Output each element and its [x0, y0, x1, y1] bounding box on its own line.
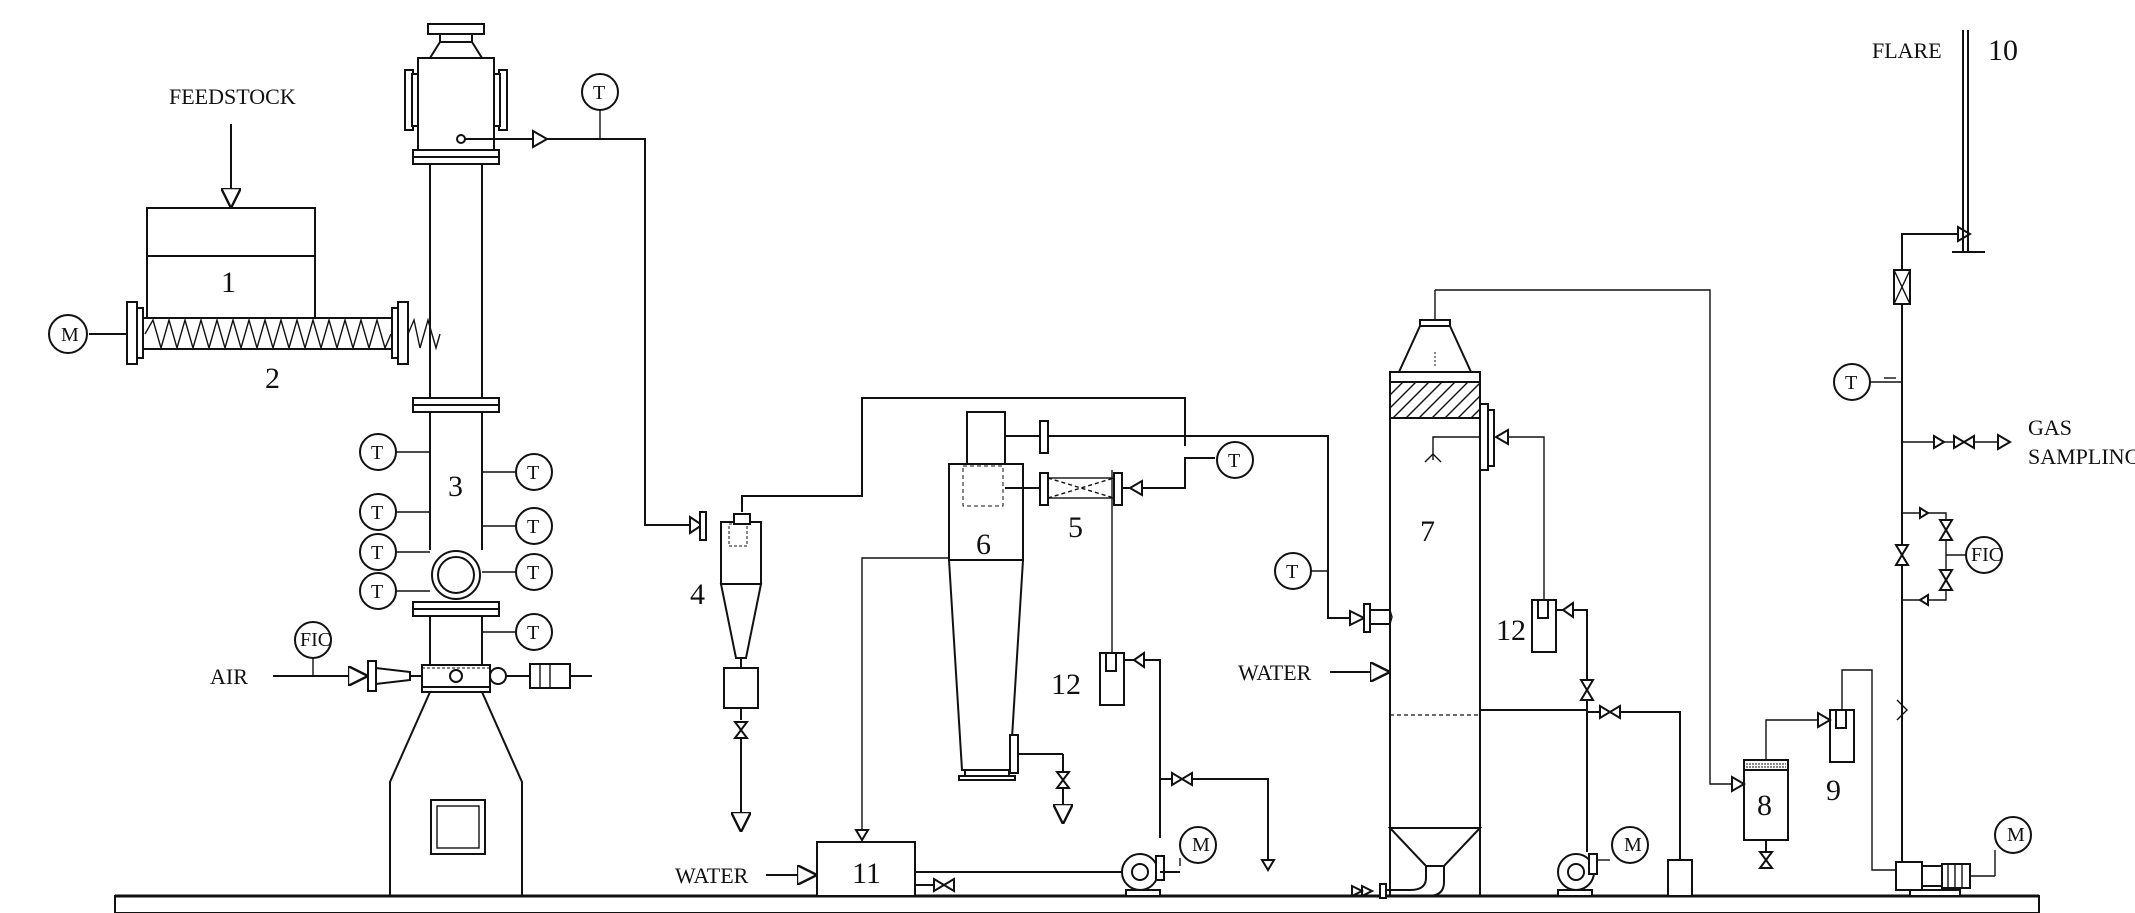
t-label: T	[527, 462, 539, 484]
motor-label: M	[1624, 834, 1642, 856]
ground-slab	[114, 894, 2040, 913]
air-label: AIR	[210, 664, 248, 689]
t-label: T	[1228, 450, 1240, 472]
unit-number-12-right: 12	[1496, 614, 1526, 647]
gas-sampling-label-1: GAS	[2028, 415, 2072, 440]
heat-exchanger-temperature: T	[1216, 441, 1254, 479]
feed-hopper	[146, 207, 400, 319]
air-inlet: AIR	[210, 657, 422, 692]
cyclone-separator	[689, 397, 1186, 830]
dryer-vessel	[1817, 669, 1896, 871]
unit-number-1: 1	[221, 266, 236, 299]
t-label: T	[371, 542, 383, 564]
wet-cyclone	[947, 411, 1069, 822]
feedstock-label-group: FEEDSTOCK	[169, 84, 296, 206]
gas-sampling-branch	[1902, 433, 2012, 451]
unit-number-4: 4	[690, 578, 705, 611]
dosing-unit-left	[1099, 470, 1161, 838]
scrubber-inlet-temperature: T	[1274, 552, 1312, 590]
air-flow-controller: FIC	[294, 621, 332, 659]
unit-number-8: 8	[1757, 789, 1772, 822]
blower: M	[1895, 816, 2032, 897]
t-label: T	[527, 516, 539, 538]
water-tank	[816, 557, 1143, 897]
gasifier-temperature-sensors: T T T T T T T T	[359, 433, 553, 651]
heat-exchanger	[1005, 420, 1215, 506]
screw-feeder	[89, 301, 441, 365]
water-inlet-left: WATER	[675, 863, 815, 888]
t-label: T	[1845, 372, 1857, 394]
t-label: T	[371, 442, 383, 464]
water-label-right: WATER	[1238, 660, 1312, 685]
water-label-left: WATER	[675, 863, 749, 888]
packing-hatch	[1389, 381, 1481, 419]
fic-label-air: FIC	[300, 629, 331, 651]
motor-label: M	[2007, 824, 2025, 846]
t-label: T	[593, 82, 605, 104]
feedstock-label: FEEDSTOCK	[169, 84, 296, 109]
unit-number-10: 10	[1988, 34, 2018, 67]
motor-label: M	[61, 324, 79, 346]
unit-number-11: 11	[852, 857, 881, 890]
motor-label: M	[1192, 834, 1210, 856]
unit-number-12-left: 12	[1051, 668, 1081, 701]
unit-number-6: 6	[976, 528, 991, 561]
unit-number-7: 7	[1420, 515, 1435, 548]
unit-number-2: 2	[265, 362, 280, 395]
flare-label: FLARE	[1872, 38, 1942, 63]
unit-number-5: 5	[1068, 511, 1083, 544]
gas-outlet-temperature: T	[581, 73, 619, 111]
gas-sampling-label-2: SAMPLING	[2028, 444, 2135, 469]
ash-valve-actuator	[489, 663, 592, 689]
flare-line-temperature: T	[1833, 363, 1902, 401]
filter-vessel	[1731, 719, 1818, 869]
flow-control-loop: FIC	[1894, 506, 2003, 607]
t-label: T	[371, 502, 383, 524]
t-label: T	[1286, 561, 1298, 583]
gas-to-scrubber-line	[1185, 435, 1371, 633]
t-label: T	[527, 562, 539, 584]
dosing-unit-right	[1494, 428, 1595, 852]
unit-number-9: 9	[1826, 774, 1841, 807]
unit-number-3: 3	[448, 470, 463, 503]
t-label: T	[371, 581, 383, 603]
producer-gas-line	[465, 110, 690, 526]
gas-line-to-flare	[1893, 30, 1985, 862]
recirculation-pump-left: M	[1121, 771, 1276, 897]
screw-feeder-motor: M	[48, 314, 88, 354]
scrubber-column	[1351, 289, 1732, 899]
gasifier-reactor	[389, 23, 523, 896]
water-inlet-right: WATER	[1238, 660, 1388, 685]
recirculation-pump-right: M	[1480, 704, 1693, 897]
t-label: T	[527, 622, 539, 644]
fic-label-gas: FIC	[1971, 544, 2002, 566]
